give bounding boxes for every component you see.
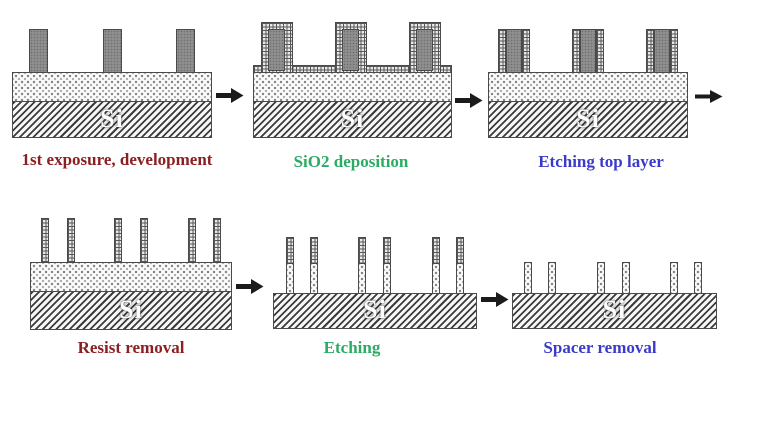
si-substrate: Si — [30, 291, 232, 330]
right-arrow-icon — [481, 291, 509, 308]
si-substrate: Si — [488, 101, 688, 138]
panel-etching: Si — [273, 237, 477, 329]
right-arrow-icon — [455, 92, 483, 109]
step-label: Etching top layer — [538, 152, 664, 171]
si-label: Si — [100, 103, 124, 133]
pillar-with-spacers — [646, 29, 678, 73]
si-label: Si — [340, 103, 365, 133]
si-label: Si — [363, 294, 387, 324]
spacer-cap — [286, 237, 294, 264]
si-substrate: Si — [12, 101, 212, 138]
spacer-on-fin-pillar — [432, 237, 440, 294]
underlayer — [488, 72, 688, 102]
spacer-cap — [358, 237, 366, 264]
step-label: Resist removal — [77, 338, 185, 357]
sio2-coated-pillar — [261, 22, 293, 73]
sio2-spacer — [596, 29, 604, 73]
spacer-pillar — [213, 218, 221, 263]
resist-pillar — [176, 29, 195, 73]
sio2-coated-pillar — [409, 22, 441, 73]
step-label: SiO2 deposition — [293, 152, 409, 171]
etched-fin — [432, 263, 440, 294]
panel-resist-removal: Si — [30, 218, 232, 330]
pillar-with-spacers — [572, 29, 604, 73]
panel-spacer-removal: Si — [512, 262, 717, 329]
si-substrate: Si — [253, 101, 452, 138]
fin-pillar — [524, 262, 532, 294]
right-arrow-icon — [236, 278, 264, 295]
panel-sio2-deposition: Si — [253, 22, 452, 138]
etched-fin — [286, 263, 294, 294]
fin-pillar — [694, 262, 702, 294]
resist-core — [506, 29, 522, 73]
resist-core — [580, 29, 596, 73]
spacer-cap — [432, 237, 440, 264]
resist-pillar — [103, 29, 122, 73]
panel-etching-top-layer: Si — [488, 29, 688, 138]
etched-fin — [358, 263, 366, 294]
spacer-pillar — [114, 218, 122, 263]
resist-core — [654, 29, 670, 73]
spacer-on-fin-pillar — [456, 237, 464, 294]
step-label: Etching — [323, 338, 381, 357]
resist-core — [268, 29, 285, 71]
fin-pillar — [670, 262, 678, 294]
spacer-pillar — [67, 218, 75, 263]
right-arrow-icon — [695, 88, 723, 105]
resist-pillar — [29, 29, 48, 73]
etched-fin — [310, 263, 318, 294]
panel-1st-exposure: Si — [12, 29, 212, 138]
spacer-cap — [456, 237, 464, 264]
spacer-on-fin-pillar — [358, 237, 366, 294]
fin-pillar — [597, 262, 605, 294]
fin-pillar — [548, 262, 556, 294]
sio2-spacer — [522, 29, 530, 73]
sio2-spacer — [498, 29, 506, 73]
etched-fin — [456, 263, 464, 294]
etched-fin — [383, 263, 391, 294]
spacer-pillar — [41, 218, 49, 263]
spacer-cap — [310, 237, 318, 264]
spacer-pillar — [188, 218, 196, 263]
sio2-spacer — [670, 29, 678, 73]
resist-core — [342, 29, 359, 71]
spacer-on-fin-pillar — [383, 237, 391, 294]
si-substrate: Si — [273, 293, 477, 329]
underlayer — [30, 262, 232, 292]
spacer-on-fin-pillar — [310, 237, 318, 294]
si-label: Si — [602, 294, 627, 324]
si-label: Si — [576, 103, 600, 133]
spacer-cap — [383, 237, 391, 264]
si-substrate: Si — [512, 293, 717, 329]
step-label: Spacer removal — [543, 338, 657, 357]
spacer-pillar — [140, 218, 148, 263]
right-arrow-icon — [216, 87, 244, 104]
resist-core — [416, 29, 433, 71]
sio2-spacer — [572, 29, 580, 73]
sio2-spacer — [646, 29, 654, 73]
sio2-coated-pillar — [335, 22, 367, 73]
underlayer — [253, 72, 452, 102]
pillar-with-spacers — [498, 29, 530, 73]
fin-pillar — [622, 262, 630, 294]
si-label: Si — [119, 294, 143, 324]
spacer-on-fin-pillar — [286, 237, 294, 294]
underlayer — [12, 72, 212, 102]
step-label: 1st exposure, development — [21, 150, 213, 169]
